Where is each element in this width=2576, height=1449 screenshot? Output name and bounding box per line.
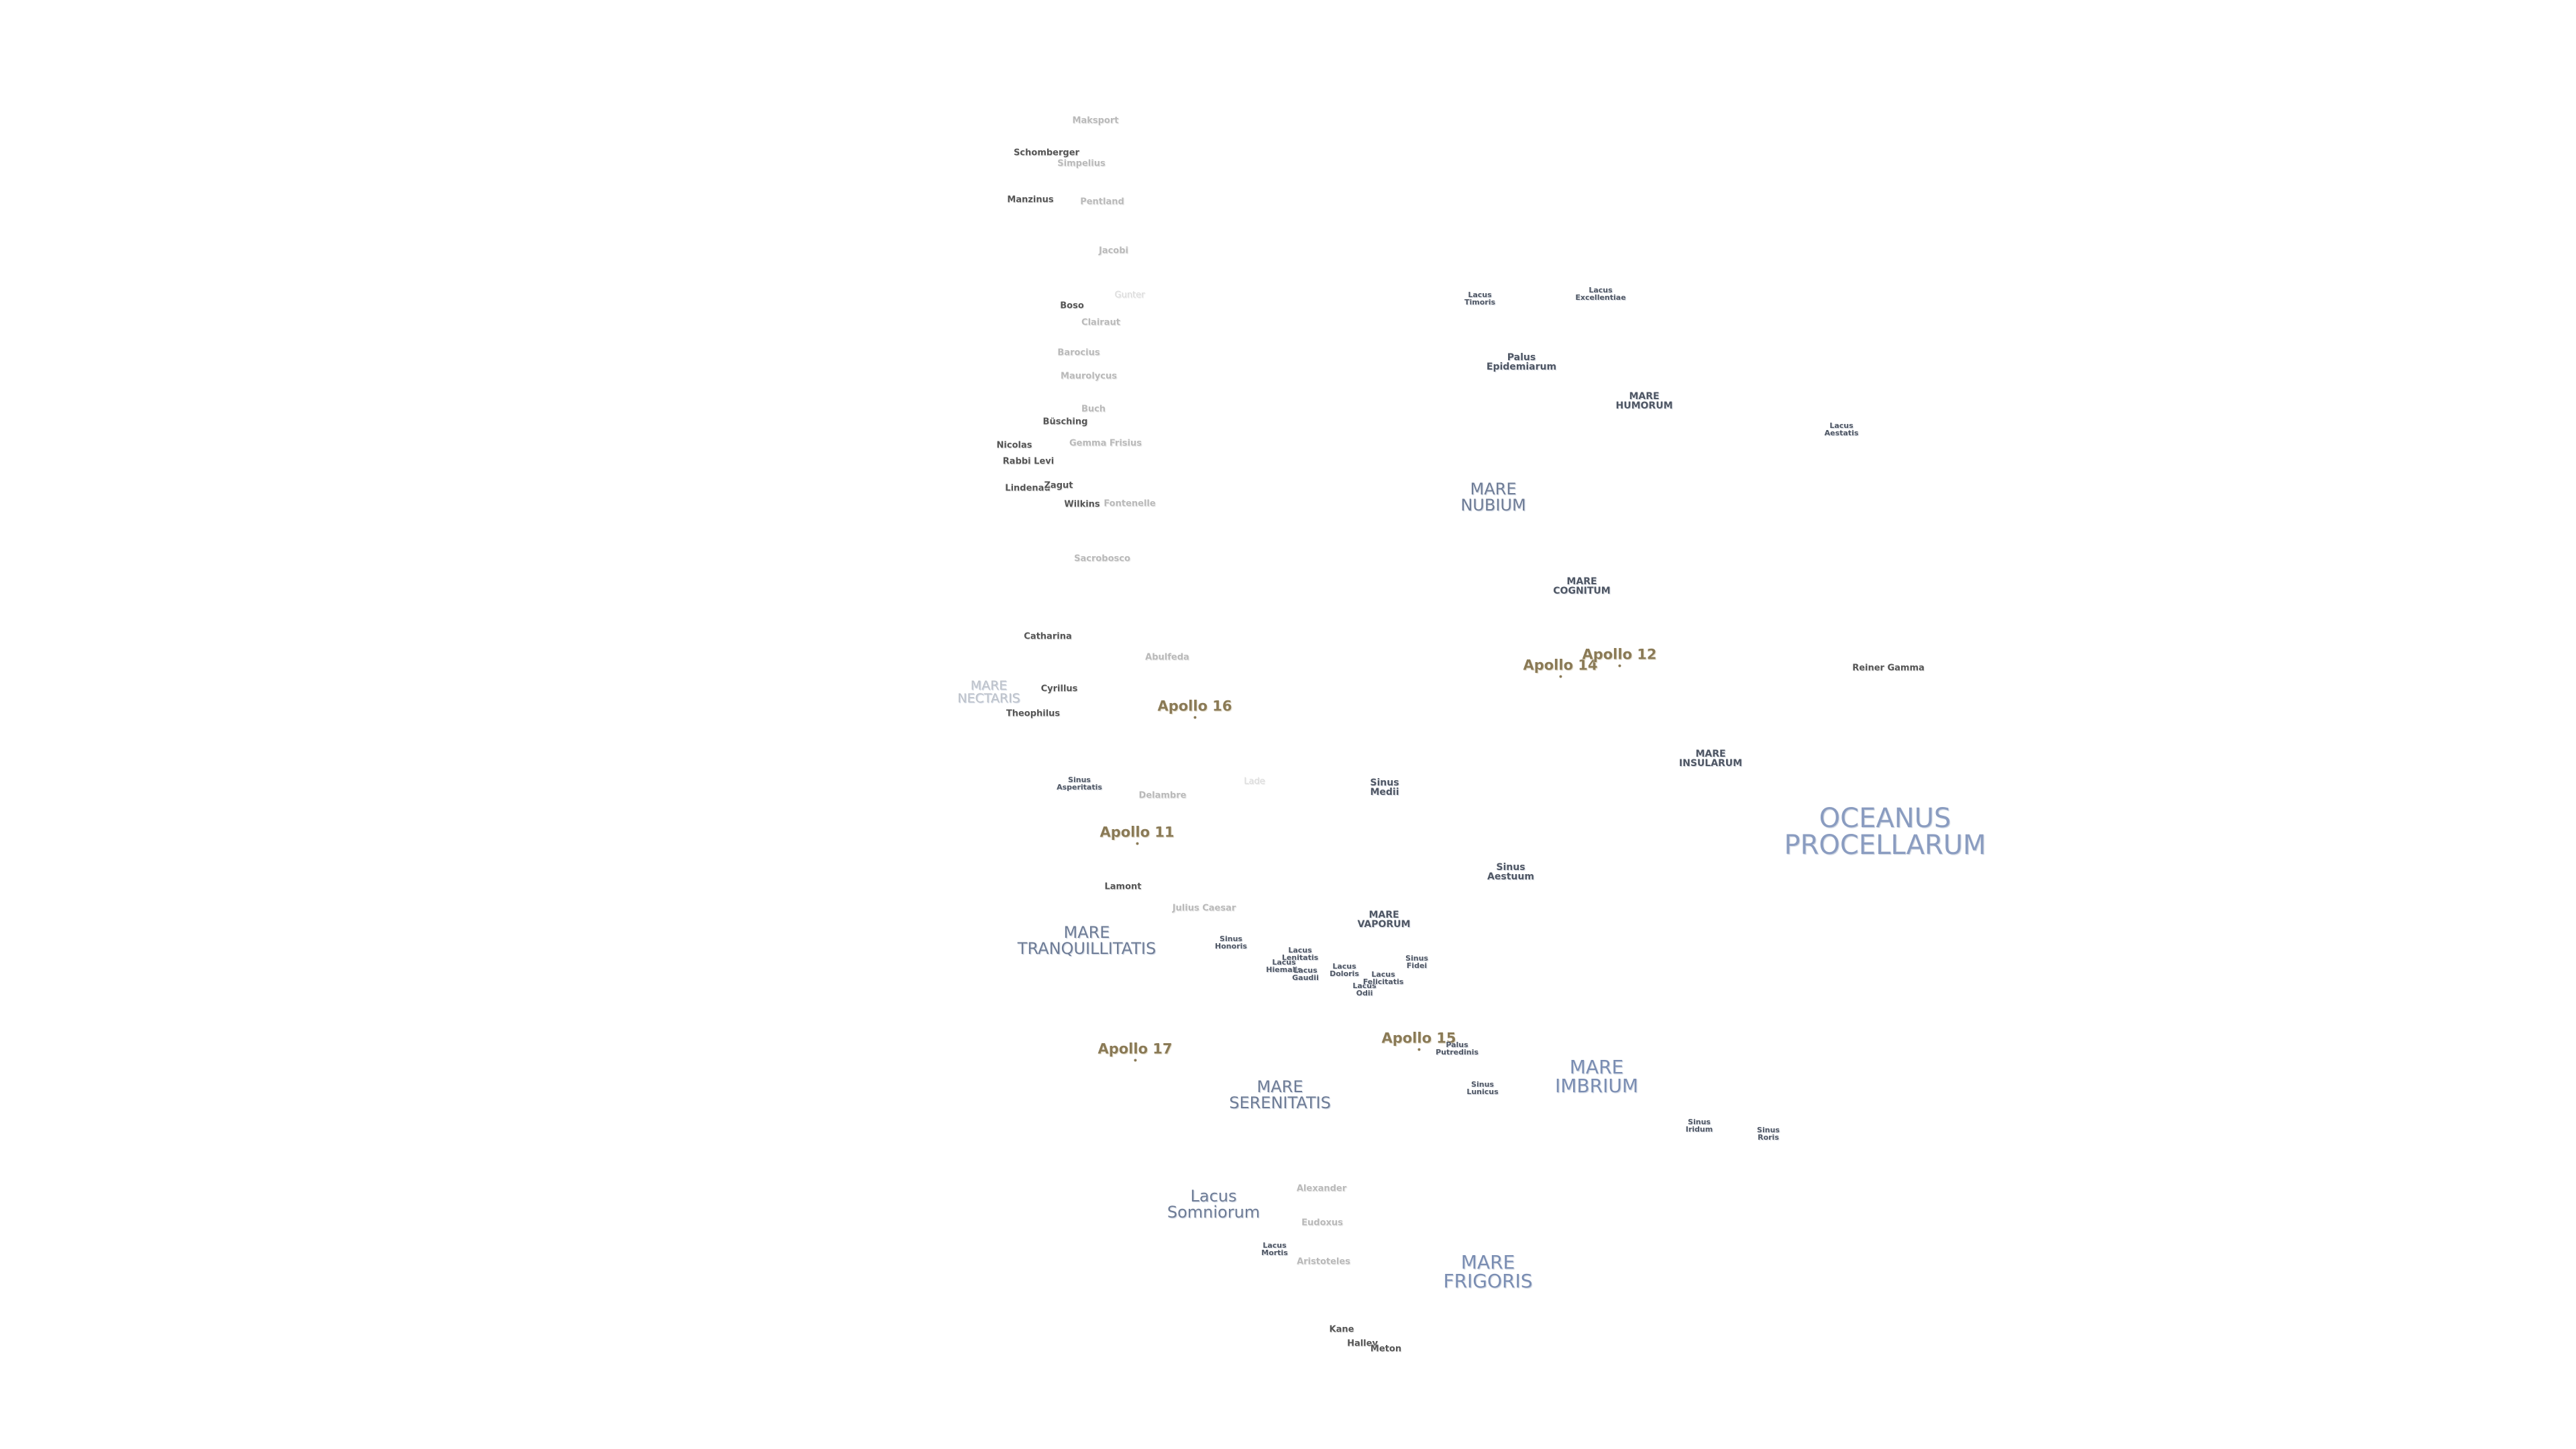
lacus-label: Lacus Mortis: [1261, 1241, 1288, 1257]
landing-dot-icon: [1193, 716, 1196, 719]
crater-label: Jacobi: [1098, 246, 1129, 256]
mare-label: MARE VAPORUM: [1357, 910, 1411, 930]
crater-label: Gemma Frisius: [1069, 438, 1142, 449]
crater-label: Sacrobosco: [1074, 553, 1130, 564]
crater-label: Alexander: [1296, 1183, 1347, 1194]
sinus-label: Sinus Honoris: [1215, 934, 1247, 951]
crater-label: Lamont: [1104, 881, 1142, 892]
crater-label: Clairaut: [1081, 317, 1120, 328]
lacus-label: Lacus Timoris: [1464, 290, 1496, 307]
crater-label: Meton: [1370, 1344, 1402, 1354]
apollo-landing-site[interactable]: Apollo 17: [1097, 1040, 1173, 1062]
sinus-label: Sinus Lunicus: [1466, 1080, 1499, 1096]
apollo-label: Apollo 12: [1582, 646, 1657, 663]
crater-label: Halley: [1347, 1338, 1378, 1349]
mare-label: MARE IMBRIUM: [1555, 1056, 1638, 1097]
mare-label: MARE NUBIUM: [1460, 480, 1526, 515]
crater-label: Aristoteles: [1297, 1256, 1350, 1267]
mare-label: MARE COGNITUM: [1553, 576, 1611, 596]
crater-label: Gunter: [1114, 290, 1145, 301]
landing-dot-icon: [1558, 675, 1562, 678]
crater-label: Rabbi Levi: [1002, 456, 1055, 467]
landing-dot-icon: [1417, 1048, 1420, 1051]
crater-label: Simpelius: [1057, 158, 1106, 169]
crater-label: Schomberger: [1014, 148, 1079, 158]
crater-label: Wilkins: [1064, 499, 1100, 510]
mare-label: MARE NECTARIS: [957, 678, 1020, 706]
apollo-landing-site[interactable]: Apollo 14: [1523, 657, 1598, 678]
mare-label: MARE FRIGORIS: [1443, 1251, 1533, 1292]
lacus-label: Lacus Odii: [1352, 981, 1377, 998]
crater-label: Eudoxus: [1301, 1218, 1343, 1228]
apollo-label: Apollo 16: [1157, 698, 1232, 714]
crater-label: Kane: [1329, 1324, 1354, 1335]
apollo-label: Apollo 15: [1381, 1030, 1456, 1046]
apollo-landing-site[interactable]: Apollo 12: [1582, 646, 1657, 667]
palus-label: Palus Putredinis: [1436, 1040, 1479, 1057]
lacus-label: Lacus Doloris: [1330, 962, 1359, 978]
crater-label: Buch: [1081, 404, 1106, 415]
sinus-label: Sinus Roris: [1757, 1126, 1780, 1142]
sinus-label: Sinus Fidei: [1405, 954, 1428, 970]
apollo-landing-site[interactable]: Apollo 15: [1381, 1030, 1456, 1051]
mare-label: MARE INSULARUM: [1678, 749, 1743, 769]
crater-label: Catharina: [1024, 631, 1072, 642]
sinus-label: Sinus Asperitatis: [1057, 775, 1102, 792]
lacus-label: Lacus Felicitatis: [1362, 970, 1404, 986]
landing-dot-icon: [1617, 664, 1621, 667]
sinus-label: Sinus Iridum: [1685, 1118, 1713, 1134]
crater-label: Nicolas: [996, 440, 1032, 451]
landing-dot-icon: [1133, 1059, 1136, 1062]
crater-label: Julius Caesar: [1172, 903, 1236, 914]
crater-label: Zagut: [1044, 480, 1073, 491]
crater-label: Boso: [1060, 301, 1084, 311]
lacus-label: Lacus Lenitatis: [1281, 946, 1319, 962]
oceanus-label: OCEANUS PROCELLARUM: [1784, 803, 1986, 861]
landing-dot-icon: [1135, 842, 1138, 845]
mare-label: MARE SERENITATIS: [1229, 1077, 1331, 1112]
lacus-label: Lacus Excellentiae: [1575, 286, 1626, 302]
sinus-label: Sinus Aestuum: [1487, 862, 1534, 882]
crater-label: Reiner Gamma: [1852, 663, 1925, 674]
mare-label: MARE TRANQUILLITATIS: [1017, 923, 1157, 958]
palus-label: Palus Epidemiarum: [1486, 352, 1557, 372]
crater-label: Barocius: [1057, 347, 1100, 358]
apollo-label: Apollo 17: [1097, 1040, 1173, 1057]
lacus-label: Lacus Aestatis: [1824, 421, 1859, 437]
mare-label: MARE HUMORUM: [1615, 391, 1673, 411]
apollo-label: Apollo 14: [1523, 657, 1598, 674]
crater-label: Lindenau: [1005, 483, 1051, 494]
lacus-label: Lacus Gaudii: [1292, 966, 1319, 982]
apollo-landing-site[interactable]: Apollo 11: [1099, 824, 1175, 845]
crater-label: Abulfeda: [1145, 652, 1189, 663]
lacus-label: Lacus Hiemalis: [1266, 958, 1302, 974]
crater-label: Büsching: [1042, 417, 1088, 427]
apollo-landing-site[interactable]: Apollo 16: [1157, 698, 1232, 719]
crater-label: Maksport: [1072, 115, 1119, 126]
lacus-label: Lacus Somniorum: [1167, 1187, 1260, 1222]
crater-label: Manzinus: [1007, 195, 1054, 205]
crater-label: Cyrillus: [1040, 684, 1078, 694]
crater-label: Fontenelle: [1104, 498, 1156, 509]
apollo-label: Apollo 11: [1099, 824, 1175, 841]
crater-label: Pentland: [1080, 197, 1124, 207]
crater-label: Maurolycus: [1061, 371, 1117, 382]
crater-label: Lade: [1244, 776, 1265, 787]
sinus-label: Sinus Medii: [1370, 777, 1399, 798]
crater-label: Theophilus: [1006, 708, 1061, 719]
crater-label: Delambre: [1138, 790, 1187, 801]
